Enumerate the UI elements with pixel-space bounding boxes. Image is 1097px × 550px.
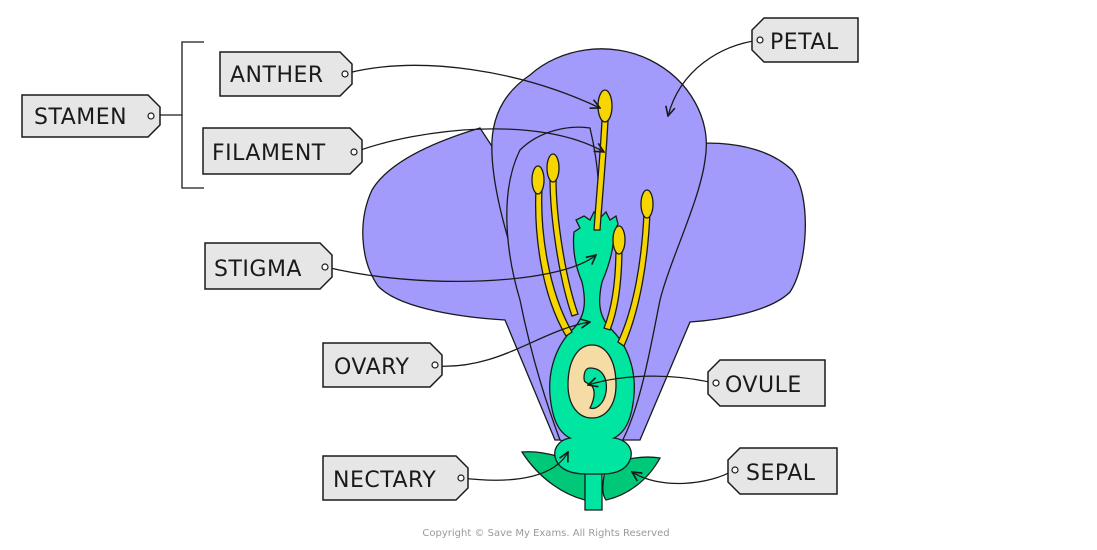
label-petal: PETAL bbox=[751, 17, 859, 63]
leader-sepal bbox=[632, 469, 735, 485]
stamen-filament-4 bbox=[617, 211, 651, 347]
leader-stigma bbox=[325, 255, 596, 283]
label-nectary: NECTARY bbox=[322, 455, 469, 501]
copyright-notice: Copyright © Save My Exams. All Rights Re… bbox=[422, 528, 669, 539]
label-ovary-text: OVARY bbox=[334, 355, 410, 380]
label-ovule-text: OVULE bbox=[725, 373, 802, 398]
leader-anther bbox=[347, 64, 600, 108]
label-sepal-text: SEPAL bbox=[746, 461, 816, 486]
label-ovary: OVARY bbox=[322, 342, 443, 388]
leader-lines bbox=[325, 39, 761, 485]
label-petal-text: PETAL bbox=[770, 30, 839, 55]
label-anther: ANTHER bbox=[219, 51, 353, 97]
stamen-filament-3 bbox=[549, 177, 579, 317]
leader-nectary bbox=[461, 452, 568, 481]
stamen-filament-5 bbox=[603, 245, 623, 331]
leader-petal bbox=[668, 39, 761, 116]
label-filament: FILAMENT bbox=[202, 127, 363, 175]
label-filament-text: FILAMENT bbox=[212, 141, 326, 166]
label-nectary-text: NECTARY bbox=[333, 468, 436, 493]
pistil bbox=[549, 210, 635, 475]
label-stigma: STIGMA bbox=[204, 242, 333, 290]
stamen-filament-2 bbox=[535, 187, 573, 337]
label-stigma-text: STIGMA bbox=[214, 257, 302, 282]
label-stamen: STAMEN bbox=[21, 94, 161, 138]
anther-3 bbox=[546, 153, 560, 183]
anther-2 bbox=[531, 165, 545, 195]
label-stamen-text: STAMEN bbox=[34, 105, 127, 130]
label-anther-text: ANTHER bbox=[230, 63, 324, 88]
stamen-bracket bbox=[160, 41, 204, 189]
leader-ovule bbox=[588, 375, 715, 385]
label-ovule: OVULE bbox=[707, 359, 826, 407]
leader-ovary bbox=[435, 322, 590, 367]
label-sepal: SEPAL bbox=[727, 447, 838, 495]
stamens bbox=[531, 89, 654, 347]
leader-filament bbox=[354, 128, 604, 152]
anther-1 bbox=[597, 89, 613, 123]
flower-illustration bbox=[362, 48, 806, 511]
anther-4 bbox=[640, 189, 654, 219]
anther-5 bbox=[612, 225, 626, 255]
